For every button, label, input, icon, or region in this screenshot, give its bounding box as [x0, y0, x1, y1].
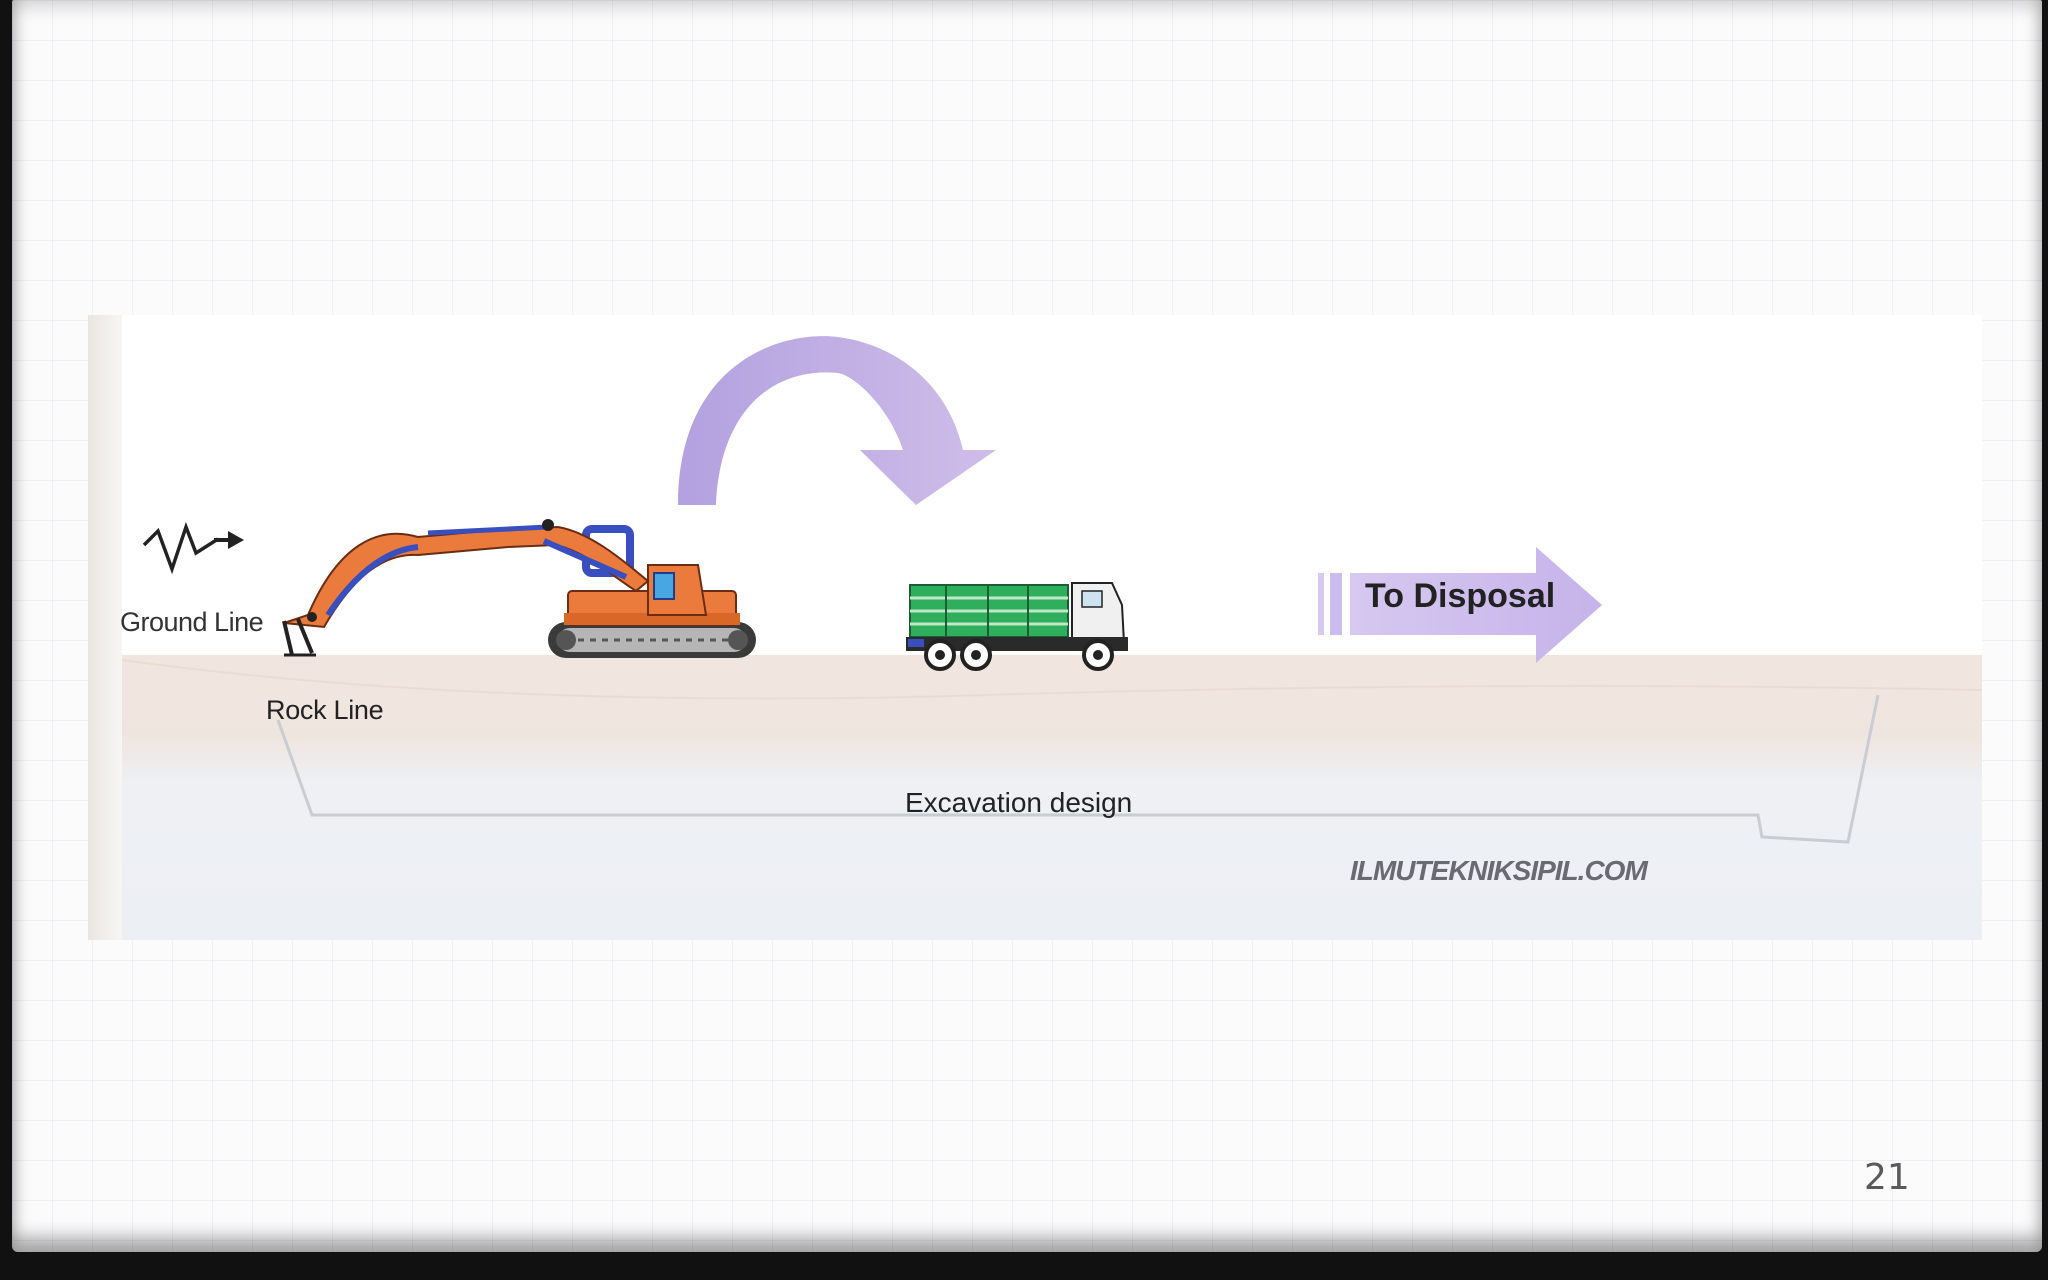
ground-layer	[122, 655, 1982, 940]
diagram-canvas	[121, 336, 1982, 844]
disposal-arrow-icon	[1318, 547, 1602, 663]
ground-line-label: Ground Line	[120, 607, 264, 637]
curved-arrow-icon	[678, 336, 996, 505]
excavation-figure: Ground Line Rock Line Excavation design …	[88, 315, 1982, 940]
slide: Ground Line Rock Line Excavation design …	[12, 0, 2042, 1252]
excavator-icon	[282, 519, 756, 658]
dump-truck-icon	[906, 582, 1128, 671]
rock-line-label: Rock Line	[266, 695, 384, 725]
figure-edge	[88, 315, 122, 940]
excavation-profile	[276, 694, 1880, 844]
watermark: ILMUTEKNIKSIPIL.COM	[1350, 855, 1648, 886]
page-number: 21	[1864, 1157, 1910, 1198]
to-disposal-label: To Disposal	[1365, 577, 1556, 615]
rock-line	[121, 659, 1982, 700]
ground-symbol-icon	[142, 521, 244, 575]
excavation-design-label: Excavation design	[905, 787, 1133, 818]
